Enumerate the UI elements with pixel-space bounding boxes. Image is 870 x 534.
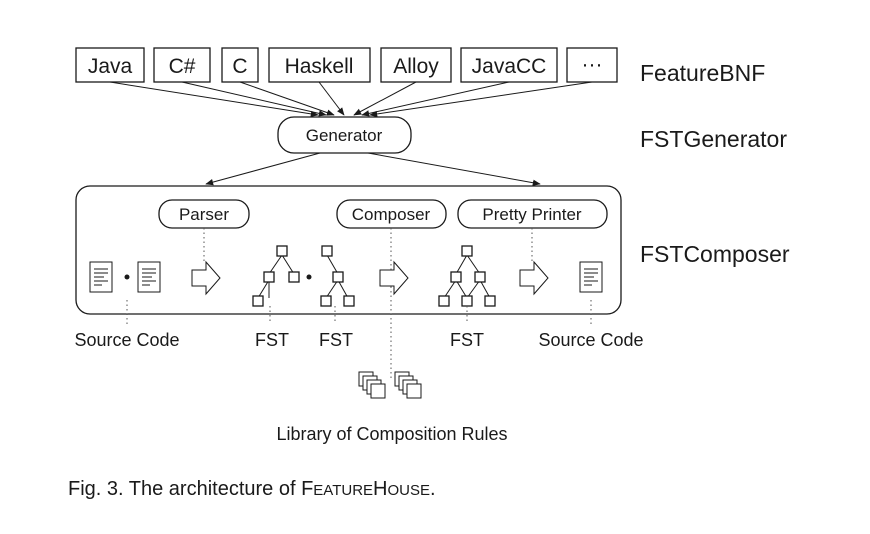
language-box-haskell [268, 47, 371, 83]
composer-label: Composer [352, 205, 431, 224]
fst-tree-icon [320, 245, 355, 307]
language-label: Haskell [285, 55, 354, 78]
fst-composer-label: FSTComposer [640, 241, 790, 267]
parser-label: Parser [179, 205, 229, 224]
generator-box [277, 116, 412, 154]
fst-label: FST [255, 330, 289, 350]
language-label: ··· [582, 53, 603, 76]
source-document-icon [579, 261, 603, 293]
figure-caption: Fig. 3. The architecture of FEATUREHOUSE… [68, 478, 436, 500]
language-label: C [232, 55, 247, 78]
generator-to-parser-arrow [205, 152, 321, 186]
pretty-printer-label: Pretty Printer [482, 205, 582, 224]
fst-generator-label: FSTGenerator [640, 126, 787, 152]
language-box-csharp [153, 47, 211, 83]
source-code-label: Source Code [74, 330, 179, 350]
fst-label: FST [450, 330, 484, 350]
arrow [181, 81, 327, 117]
source-code-label: Source Code [538, 330, 643, 350]
composition-rule-icon [394, 371, 422, 399]
merge-dot [306, 274, 312, 280]
generator-to-printer-arrow [367, 152, 541, 186]
language-box-java [75, 47, 145, 83]
generator-label: Generator [306, 126, 383, 145]
source-document-icon [89, 261, 113, 293]
arrow [239, 81, 335, 116]
arrow [318, 81, 345, 116]
source-document-icon [137, 261, 161, 293]
arrow [361, 81, 510, 117]
language-label: Java [88, 55, 133, 78]
library-label: Library of Composition Rules [276, 424, 507, 444]
arrow [369, 81, 593, 118]
arrow [353, 81, 417, 116]
merge-dot [124, 274, 130, 280]
arrow [109, 81, 319, 118]
language-label: JavaCC [472, 55, 547, 78]
language-label: C# [169, 55, 196, 78]
language-boxes: Java C# C Haskell Alloy JavaCC ··· [75, 47, 618, 83]
composition-rule-icon [358, 371, 386, 399]
language-box-javacc [460, 47, 558, 83]
fst-tree-icon [252, 245, 300, 307]
fst-label: FST [319, 330, 353, 350]
language-to-generator-arrows [109, 81, 593, 118]
language-label: Alloy [393, 55, 439, 78]
feature-bnf-label: FeatureBNF [640, 60, 765, 86]
